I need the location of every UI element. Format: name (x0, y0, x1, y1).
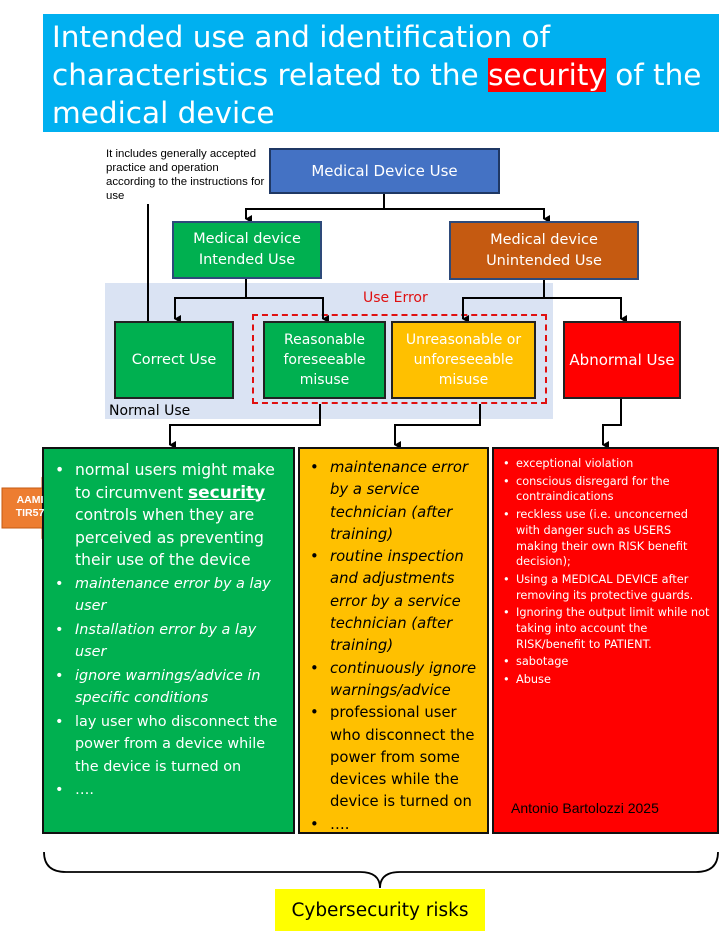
list-item: maintenance error by a lay user (55, 573, 287, 618)
list-item: sabotage (503, 654, 713, 670)
list-item: reckless use (i.e. unconcerned with dang… (503, 507, 713, 570)
abnormal-use-box: Abnormal Use (563, 321, 681, 399)
use-error-dashed-box (252, 314, 547, 404)
list-item: …. (55, 779, 287, 802)
reasonable-misuse-box: Reasonable foreseeable misuse (263, 321, 386, 399)
unreasonable-misuse-box: Unreasonable or unforeseeable misuse (391, 321, 536, 399)
use-error-label: Use Error (363, 290, 428, 306)
list-item: Using a MEDICAL DEVICE after removing it… (503, 572, 713, 603)
medical-device-use-box: Medical Device Use (269, 148, 500, 194)
list-item: continuously ignore warnings/advice (310, 658, 483, 703)
list-item: professional user who disconnect the pow… (310, 702, 483, 813)
intended-use-note: It includes generally accepted practice … (106, 148, 265, 202)
page-title: Intended use and identification of chara… (52, 20, 702, 130)
list-item: exceptional violation (503, 456, 713, 472)
security-keyword: security (188, 482, 266, 503)
cybersecurity-risks-label: Cybersecurity risks (275, 889, 485, 931)
list-item: Installation error by a lay user (55, 619, 287, 664)
unintended-use-box: Medical device Unintended Use (449, 221, 639, 280)
connector-to-unreasonable (462, 280, 545, 323)
list-item: …. (310, 814, 483, 832)
list-item: Ignoring the output limit while not taki… (503, 605, 713, 652)
aami-label: AAMI TIR57 (15, 494, 45, 519)
list-item: routine inspection and adjustments error… (310, 546, 483, 657)
author-credit: Antonio Bartolozzi 2025 (511, 800, 659, 816)
normal-use-label: Normal Use (109, 403, 191, 419)
list-item: maintenance error by a service technicia… (310, 457, 483, 546)
connector-to-yellow-column (394, 404, 481, 449)
list-item: Abuse (503, 672, 713, 688)
yellow-column: maintenance error by a service technicia… (298, 447, 489, 834)
list-item: ignore warnings/advice in specific condi… (55, 665, 287, 710)
list-item: conscious disregard for the contraindica… (503, 474, 713, 505)
list-item: normal users might make to circumvent se… (55, 459, 287, 572)
connector-to-correct (174, 279, 247, 323)
connector-to-abnormal (544, 297, 627, 323)
bottom-brace (43, 851, 719, 889)
intended-use-box: Medical device Intended Use (172, 221, 322, 279)
correct-use-box: Correct Use (114, 321, 234, 399)
security-highlight: security (488, 58, 606, 92)
title-band: Intended use and identification of chara… (43, 14, 719, 132)
connector-to-unintended (384, 208, 550, 223)
connector-to-intended (245, 194, 385, 223)
list-item: lay user who disconnect the power from a… (55, 711, 287, 779)
connector-to-red-column (602, 399, 622, 449)
green-column: normal users might make to circumvent se… (42, 447, 295, 834)
connector-to-green-column (169, 404, 321, 449)
red-column: exceptional violation conscious disregar… (492, 447, 719, 834)
connector-to-reasonable (246, 297, 329, 323)
